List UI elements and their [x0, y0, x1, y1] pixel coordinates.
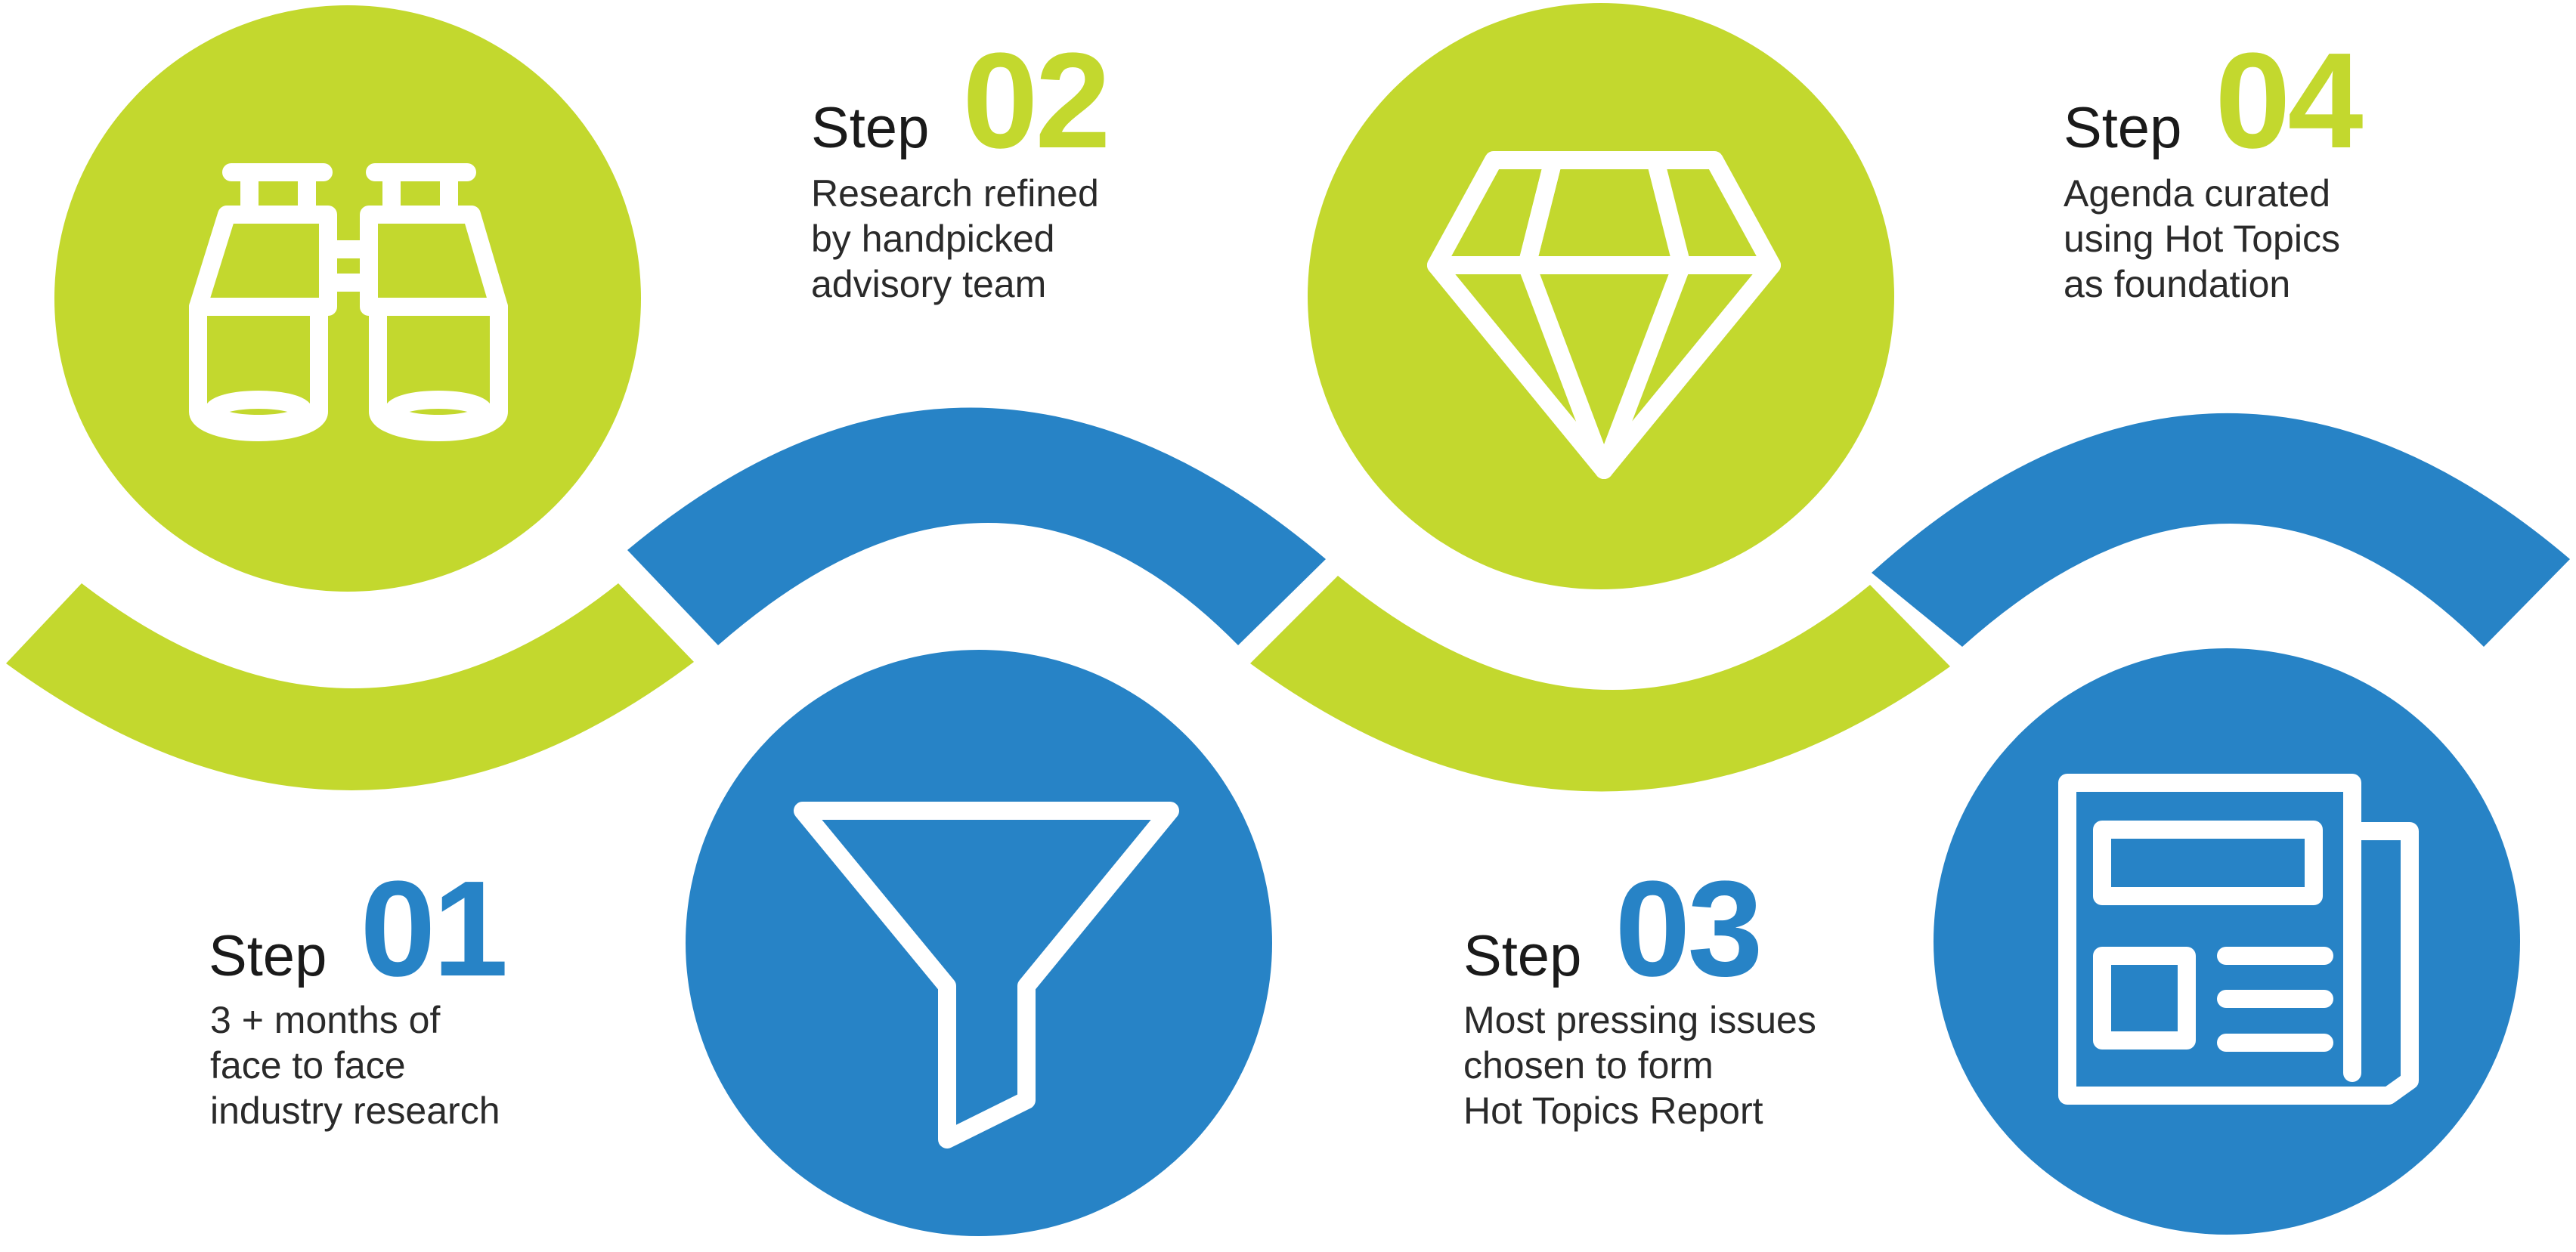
blue-arc-right — [1872, 413, 2570, 647]
circle-step-02 — [686, 650, 1272, 1236]
step-04-description: Agenda curated using Hot Topics as found… — [2064, 171, 2340, 307]
description-line: chosen to form — [1463, 1044, 1714, 1087]
description-line: Agenda curated — [2064, 172, 2331, 215]
step-word: Step — [811, 96, 930, 160]
circle-step-03 — [1308, 3, 1894, 589]
description-line: 3 + months of — [210, 999, 441, 1041]
step-03-description: Most pressing issues chosen to form Hot … — [1463, 997, 1816, 1133]
step-02-description: Research refined by handpicked advisory … — [811, 171, 1099, 307]
description-line: face to face — [210, 1044, 406, 1087]
description-line: as foundation — [2064, 263, 2291, 305]
binoculars-icon — [189, 163, 508, 441]
funnel-icon — [794, 802, 1179, 1148]
step-03-heading: Step 03 — [1463, 851, 1763, 1007]
green-arc-left — [6, 583, 694, 791]
description-line: Research refined — [811, 172, 1099, 215]
diamond-icon — [1427, 151, 1781, 479]
step-02-heading: Step 02 — [811, 23, 1111, 179]
step-04-heading: Step 04 — [2064, 23, 2364, 179]
step-01-heading: Step 01 — [209, 851, 509, 1007]
newspaper-icon — [2058, 774, 2419, 1105]
description-line: by handpicked — [811, 218, 1055, 260]
description-line: industry research — [210, 1090, 500, 1132]
description-line: Hot Topics Report — [1463, 1090, 1763, 1132]
green-arc-right — [1250, 576, 1950, 792]
step-number: 01 — [360, 853, 508, 1005]
step-word: Step — [2064, 96, 2182, 160]
circle-step-01 — [54, 5, 641, 592]
circle-step-04 — [1934, 648, 2520, 1235]
description-line: Most pressing issues — [1463, 999, 1816, 1041]
step-word: Step — [1463, 924, 1582, 988]
step-number: 04 — [2215, 25, 2363, 177]
blue-arc-left — [627, 407, 1326, 645]
step-01-description: 3 + months of face to face industry rese… — [210, 997, 500, 1133]
description-line: using Hot Topics — [2064, 218, 2340, 260]
description-line: advisory team — [811, 263, 1047, 305]
step-number: 02 — [962, 25, 1110, 177]
step-word: Step — [209, 924, 327, 988]
step-number: 03 — [1615, 853, 1763, 1005]
